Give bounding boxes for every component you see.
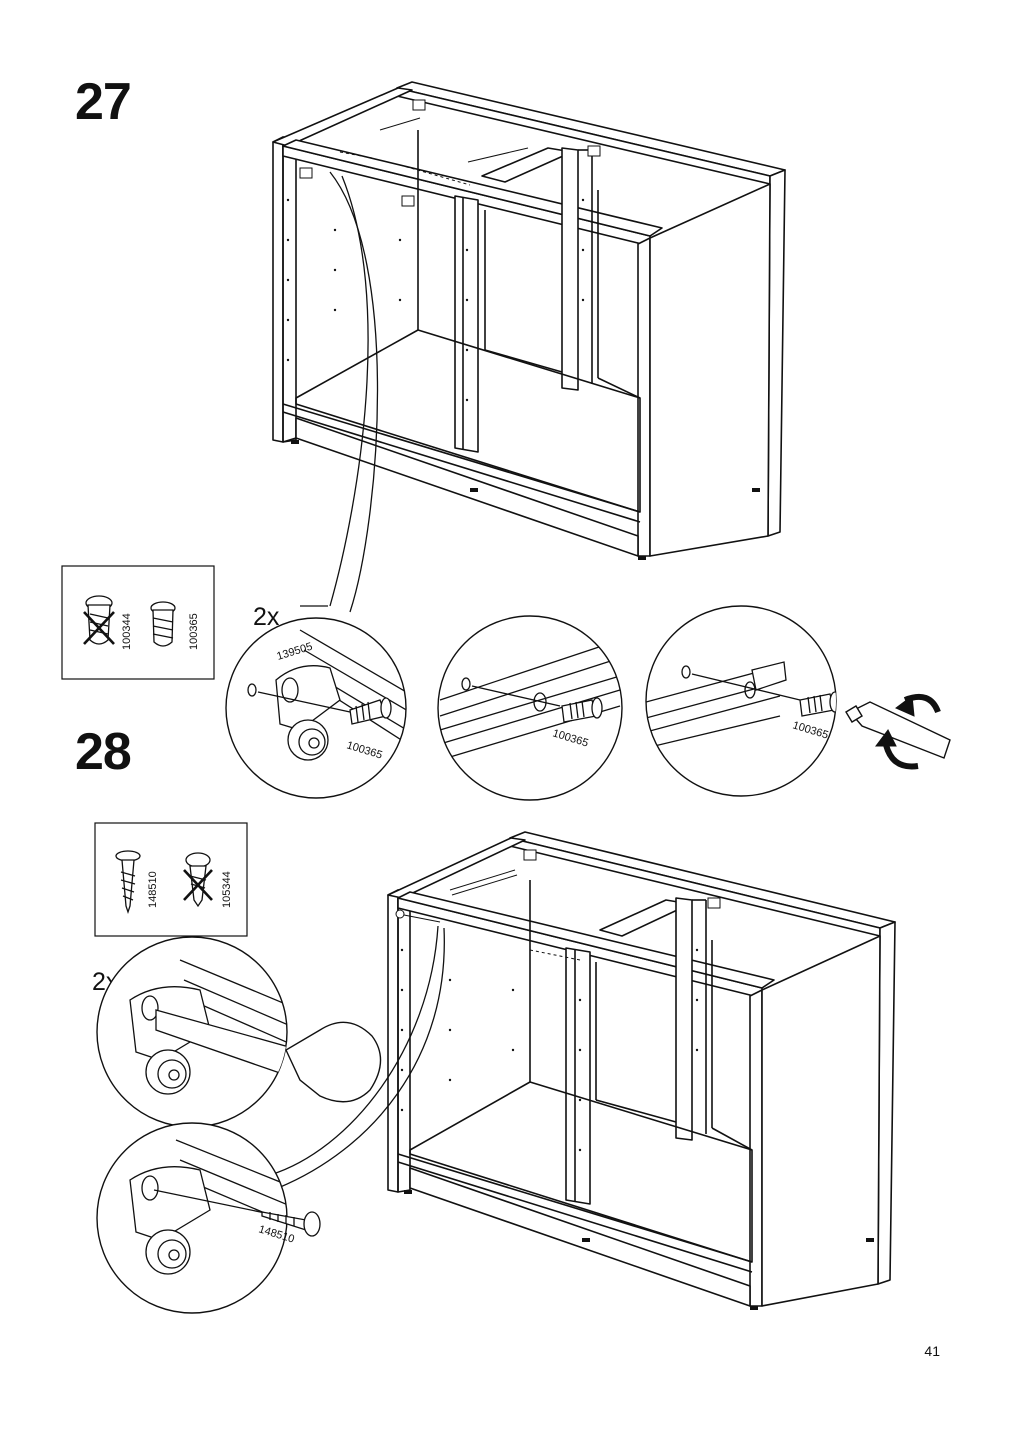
detail-callout-bracket: 139505 100365 [225,617,407,799]
parts-box [94,822,248,937]
screwdriver-icon [845,701,951,759]
runner-marks [395,849,721,961]
quantity-label: 2x [253,603,280,631]
cabinet-feet [291,440,760,560]
part-code: 100365 [188,613,200,650]
cabinet-frame-illustration [387,831,896,1307]
detail-callout-drill [96,936,288,1128]
wood-screw-icon [115,850,141,915]
parts-box [61,565,215,680]
wood-screw-icon [261,1211,321,1237]
cabinet-feet [404,1190,874,1310]
part-code: 100344 [121,613,133,650]
detail-callout-wood-screw: 148510 [96,1122,321,1314]
cabinet-frame-illustration [272,81,786,557]
page-number: 41 [924,1343,940,1359]
callout-leader [329,171,379,613]
part-code: 148510 [147,871,159,908]
step-number: 27 [75,73,132,131]
shelf-pin-holes [400,948,699,1152]
callout-leader [269,925,439,1176]
part-code: 105344 [221,871,233,908]
runner-marks [299,99,601,207]
screw-icon [150,601,176,647]
detail-callout-runner: 100365 [437,615,623,801]
rotate-clockwise-icon [875,694,941,770]
step-number: 28 [75,723,132,781]
shelf-pin-holes [286,198,585,402]
screw-crossed-icon [83,595,115,645]
screwdriver-icon [285,1021,382,1103]
detail-callout-screwdriver: 100365 [645,605,837,797]
screw-crossed-icon [183,852,213,908]
